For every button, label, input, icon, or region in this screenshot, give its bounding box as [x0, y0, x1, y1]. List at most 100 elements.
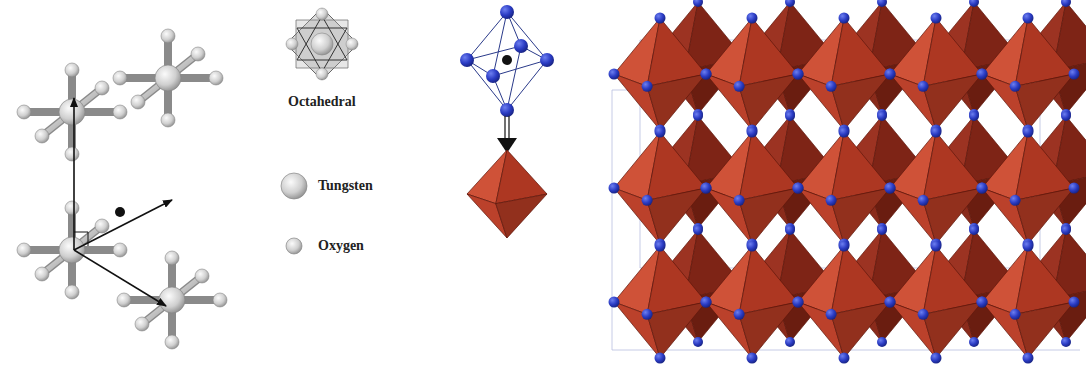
octahedron-edge [493, 60, 547, 76]
oxygen-atom [977, 297, 988, 308]
octahedron-edge [493, 12, 507, 76]
oxygen-atom [931, 353, 942, 364]
oxygen-atom [209, 71, 223, 85]
oxygen-atom [117, 293, 131, 307]
oxygen-atom [1061, 111, 1071, 121]
oxygen-atom [877, 111, 887, 121]
oxygen-atom [1010, 195, 1021, 206]
axis-arrow [73, 98, 75, 250]
oxygen-atom [969, 337, 979, 347]
right-angle-mark [74, 232, 88, 246]
octahedron-face [647, 188, 706, 244]
oxygen-atom [1023, 13, 1034, 24]
oxygen-atom [1061, 0, 1071, 7]
tungsten-atom [59, 99, 85, 125]
oxygen-atom [642, 195, 653, 206]
octahedron-edge [297, 16, 347, 60]
oxygen-atom [793, 297, 804, 308]
oxygen-atom [931, 241, 942, 252]
oxygen-atom [161, 113, 175, 127]
oxygen-atom [839, 127, 850, 138]
octahedron-face [739, 74, 798, 130]
oxygen-atom [969, 0, 979, 7]
oxygen-atom [793, 69, 804, 80]
oxygen-atom [785, 225, 795, 235]
oxygen-atom [701, 69, 712, 80]
oxygen-atom [1069, 297, 1080, 308]
oxygen-atom [655, 241, 666, 252]
oxygen-atom [918, 195, 929, 206]
oxygen-atom [931, 13, 942, 24]
oxygen-atom [826, 309, 837, 320]
oxygen-atom [191, 47, 205, 61]
oxygen-atom [785, 111, 795, 121]
tungsten-atom [155, 65, 181, 91]
oxygen-atom [734, 195, 745, 206]
oxygen-atom [826, 81, 837, 92]
oxygen-atom [734, 309, 745, 320]
oxygen-atom [839, 353, 850, 364]
oxygen-atom [161, 29, 175, 43]
tungsten-atom [311, 33, 333, 55]
oxygen-atom [885, 297, 896, 308]
oxygen-atom [540, 53, 554, 67]
oxygen-atom [65, 147, 79, 161]
oxygen-atom [693, 111, 703, 121]
oxygen-atom [95, 219, 109, 233]
octahedron-face [1015, 74, 1074, 130]
octahedron-edge [507, 60, 547, 110]
oxygen-atom [826, 195, 837, 206]
octahedron-edge [507, 12, 547, 60]
octahedron-face [923, 302, 982, 358]
oxygen-atom [839, 13, 850, 24]
legend-sample [286, 238, 302, 254]
oxygen-atom [793, 183, 804, 194]
octahedron-face [647, 74, 706, 130]
oxygen-atom [931, 127, 942, 138]
oxygen-atom [609, 183, 620, 194]
oxygen-atom [65, 201, 79, 215]
oxygen-atom [701, 183, 712, 194]
oxygen-atom [165, 251, 179, 265]
oxygen-atom [839, 241, 850, 252]
oxygen-atom [885, 69, 896, 80]
octahedron-face [1015, 188, 1074, 244]
oxygen-atom [165, 335, 179, 349]
oxygen-atom [1069, 69, 1080, 80]
oxygen-atom [609, 297, 620, 308]
oxygen-atom [316, 8, 328, 20]
axis-arrow [74, 200, 172, 250]
oxygen-atom [969, 225, 979, 235]
oxygen-atom [655, 13, 666, 24]
oxygen-atom [693, 225, 703, 235]
oxygen-atom [642, 81, 653, 92]
oxygen-atom [785, 0, 795, 7]
tungsten-atom [59, 237, 85, 263]
oxygen-atom [877, 0, 887, 7]
oxygen-atom [514, 39, 528, 53]
oxygen-atom [969, 111, 979, 121]
oxygen-atom [609, 69, 620, 80]
oxygen-atom [918, 81, 929, 92]
oxygen-atom [977, 69, 988, 80]
octahedron-edge [467, 12, 507, 60]
oxygen-atom [977, 183, 988, 194]
tungsten-atom [502, 55, 512, 65]
oxygen-atom [1069, 183, 1080, 194]
oxygen-atom [286, 38, 298, 50]
oxygen-atom [655, 127, 666, 138]
oxygen-atom [793, 297, 804, 308]
octahedron-face [496, 194, 547, 238]
oxygen-atom [500, 5, 514, 19]
oxygen-atom [1010, 309, 1021, 320]
oxygen-atom [113, 243, 127, 257]
oxygen-atom [701, 183, 712, 194]
oxygen-atom [1023, 241, 1034, 252]
oxygen-atom [95, 81, 109, 95]
octahedron-outline [286, 8, 358, 80]
oxygen-atom [1010, 81, 1021, 92]
figure-label: Octahedral [288, 94, 356, 110]
octahedron-face [923, 188, 982, 244]
octahedron-face [923, 74, 982, 130]
